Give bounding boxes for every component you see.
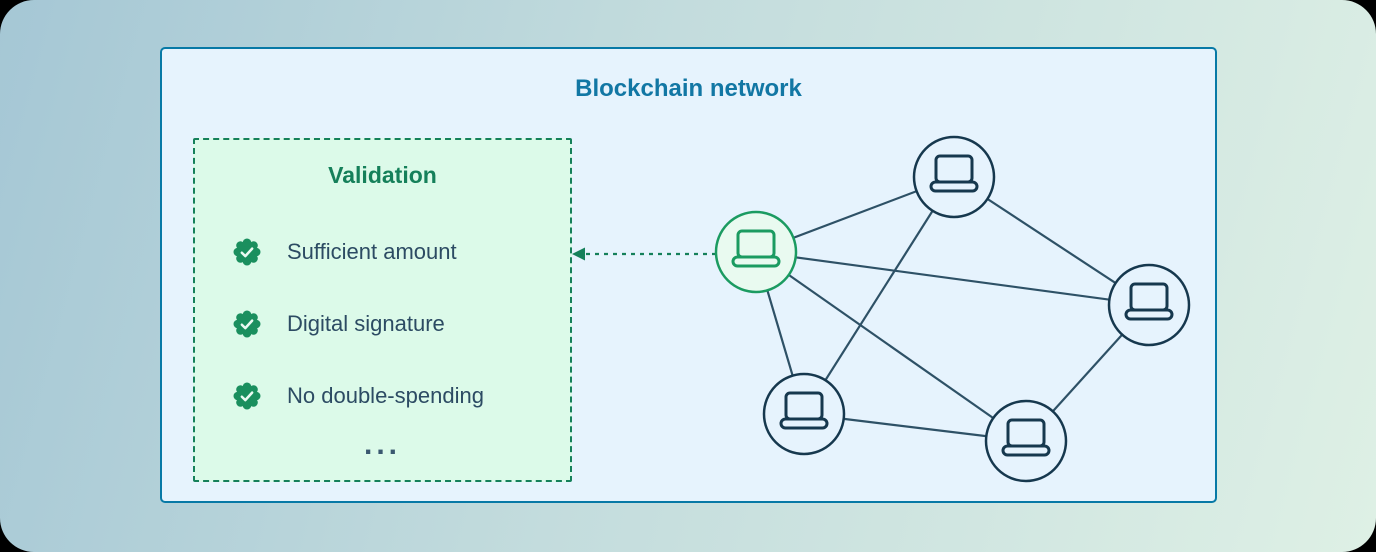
edge-line bbox=[803, 176, 955, 415]
validation-item-label: Sufficient amount bbox=[287, 239, 457, 264]
network-node bbox=[984, 399, 1068, 483]
laptop-icon-base bbox=[779, 417, 829, 430]
laptop-icon bbox=[784, 391, 824, 421]
check-badge-icon bbox=[233, 310, 261, 338]
laptop-icon-base bbox=[731, 255, 781, 268]
network-node bbox=[1107, 263, 1191, 347]
validation-heading: Validation bbox=[328, 162, 437, 188]
network-node-validator bbox=[714, 210, 798, 294]
list-item: No double-spending bbox=[232, 376, 570, 416]
edge-line bbox=[755, 250, 1150, 307]
validation-item-label: No double-spending bbox=[287, 383, 484, 408]
check-badge-icon bbox=[233, 382, 261, 410]
list-item: Digital signature bbox=[232, 304, 570, 344]
validation-arrowhead bbox=[572, 247, 585, 261]
laptop-icon-base bbox=[1001, 444, 1051, 457]
check-badge-icon bbox=[233, 238, 261, 266]
edge-line bbox=[755, 251, 1027, 442]
page-title: Blockchain network bbox=[575, 75, 802, 102]
laptop-icon-base bbox=[1124, 308, 1174, 321]
laptop-icon bbox=[1129, 282, 1169, 312]
blockchain-network-panel: Blockchain network Validation bbox=[160, 47, 1217, 503]
validation-panel: Validation Sufficient amount bbox=[193, 138, 572, 482]
ellipsis-more-indicator: ... bbox=[363, 428, 401, 461]
validation-item-label: Digital signature bbox=[287, 311, 445, 336]
laptop-icon bbox=[1006, 418, 1046, 448]
list-item: Sufficient amount bbox=[232, 232, 570, 272]
laptop-icon bbox=[934, 154, 974, 184]
validation-list: Sufficient amount Digital signature bbox=[195, 232, 570, 416]
network-node bbox=[912, 135, 996, 219]
network-svg bbox=[572, 135, 1191, 483]
network-node bbox=[762, 372, 846, 456]
laptop-icon bbox=[736, 229, 776, 259]
laptop-icon-base bbox=[929, 180, 979, 193]
